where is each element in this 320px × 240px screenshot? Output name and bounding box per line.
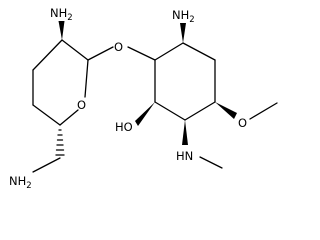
structure-diagram: NH2 NH2 O O HO O HN NH2: [9, 6, 278, 191]
label-nh2-top-right: NH2: [172, 8, 195, 25]
wedge-nhme: [182, 120, 188, 145]
bond-ring-1: [154, 42, 184, 61]
bond-ch2-nh2: [32, 157, 61, 173]
wedge-ho: [135, 102, 155, 126]
bond-c2-c1: [61, 39, 89, 61]
label-hn: HN: [176, 149, 193, 163]
bond-ring-5: [154, 101, 186, 121]
label-o-ring: O: [77, 98, 86, 112]
bond-oring-c5: [59, 109, 79, 126]
bond-c1-oring: [84, 59, 89, 98]
wedge-ome: [215, 102, 237, 119]
bond-n-methyl: [199, 156, 223, 169]
label-ho: HO: [115, 120, 133, 134]
label-o-glycosidic: O: [114, 40, 123, 54]
molecule-drawing: NH2 NH2 O O HO O HN NH2: [9, 6, 278, 191]
bond-c5-c4: [32, 104, 61, 126]
wedge-top-nh2: [180, 23, 186, 43]
bond-c3-c2: [32, 39, 63, 71]
label-nh2-bottom-left: NH2: [9, 174, 32, 191]
bond-ring-4: [184, 101, 216, 121]
bond-c1-oglyc: [87, 46, 114, 61]
label-nh2-top-left: NH2: [50, 6, 73, 23]
pyran-ring: [32, 39, 89, 126]
cyclohexane-ring: [154, 42, 216, 121]
bond-oglyc-c4prime: [127, 46, 156, 61]
bond-o-methyl: [249, 102, 278, 120]
bond-ring-2: [182, 42, 216, 61]
label-o-methoxy: O: [238, 116, 247, 130]
hash-c5-ch2: [55, 129, 65, 156]
wedge-c2-nh2: [58, 21, 65, 40]
